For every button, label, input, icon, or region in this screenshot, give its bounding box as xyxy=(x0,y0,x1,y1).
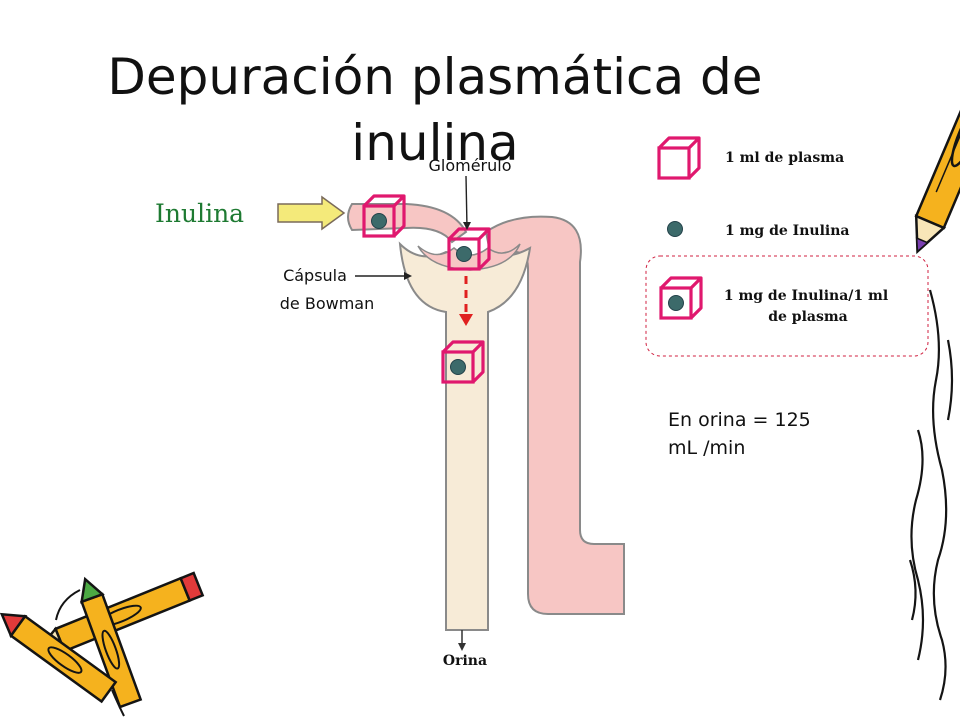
legend-ratio-line1: 1 mg de Inulina/1 ml xyxy=(724,288,888,304)
legend-plasma-label: 1 ml de plasma xyxy=(725,150,844,166)
page-title-line2: inulina xyxy=(351,114,518,172)
inulina-label: Inulina xyxy=(155,199,244,228)
legend-ratio-box xyxy=(645,255,929,357)
sketch-strokes-right xyxy=(908,289,954,701)
legend-inulina-label: 1 mg de Inulina xyxy=(725,223,849,239)
pencil-top-right-icon xyxy=(914,39,960,255)
sketch-strokes-left xyxy=(55,589,125,717)
cube-tubule xyxy=(441,340,485,384)
orina-arrow-icon xyxy=(458,643,466,651)
result-line1: En orina = 125 xyxy=(668,409,811,431)
legend-ratio-line2: de plasma xyxy=(768,309,848,325)
nephron-diagram xyxy=(347,203,625,651)
cube-afferent xyxy=(362,194,406,238)
orina-label: Orina xyxy=(443,653,487,669)
pencil-bottom-left-2-icon xyxy=(80,576,143,709)
page-title-line1: Depuración plasmática de xyxy=(107,48,762,106)
cube-glomerulus xyxy=(447,227,491,271)
legend: 1 ml de plasma 1 mg de Inulina 1 mg de I… xyxy=(645,136,929,357)
legend-plasma-cube-icon xyxy=(657,136,701,180)
capsula-label-line2: de Bowman xyxy=(280,294,374,313)
pencil-bottom-left-3-icon xyxy=(0,612,118,704)
bowman-capsule xyxy=(398,241,532,631)
legend-inulina-molecule-icon xyxy=(667,221,683,237)
inulina-arrow-icon xyxy=(277,195,346,231)
result-line2: mL /min xyxy=(668,437,745,459)
capsula-label-line1: Cápsula xyxy=(283,266,347,285)
glomerulo-pointer-icon xyxy=(463,222,471,230)
legend-ratio-cube-icon xyxy=(659,276,703,320)
glomerulo-label: Glomérulo xyxy=(428,156,511,175)
capsula-pointer-icon xyxy=(404,272,412,280)
